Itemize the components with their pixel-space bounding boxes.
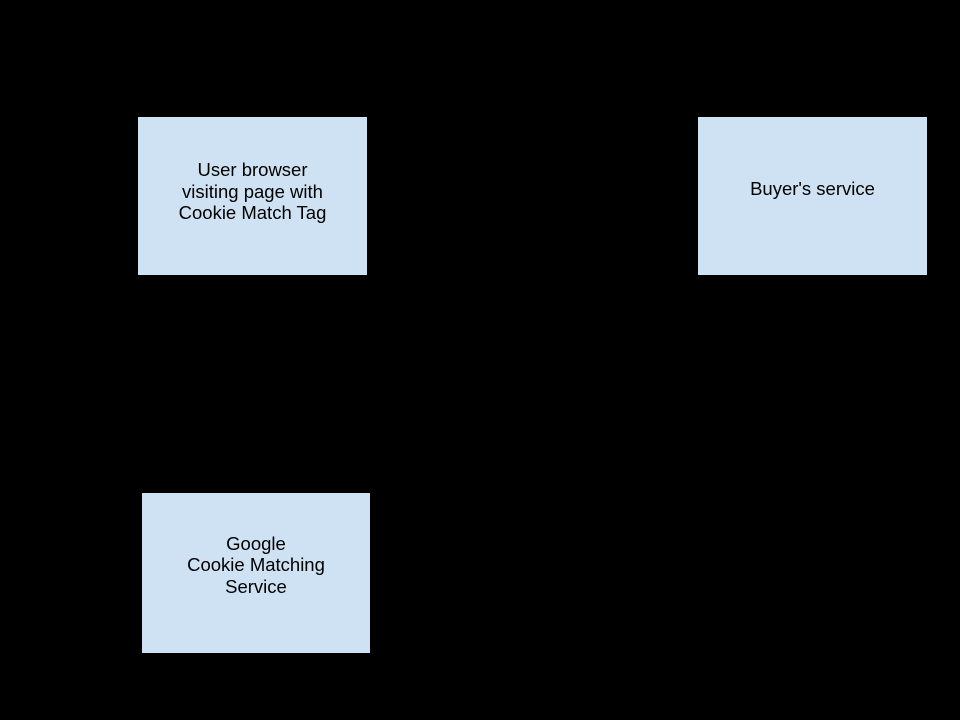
node-user-browser-label: User browser visiting page with Cookie M… [178,159,327,224]
node-buyers-service-label: Buyer's service [750,178,875,200]
node-buyers-service: Buyer's service [697,116,928,276]
node-user-browser: User browser visiting page with Cookie M… [137,116,368,276]
node-google-cookie-matching-service: Google Cookie Matching Service [141,492,371,654]
node-google-cookie-matching-service-label: Google Cookie Matching Service [187,532,325,597]
